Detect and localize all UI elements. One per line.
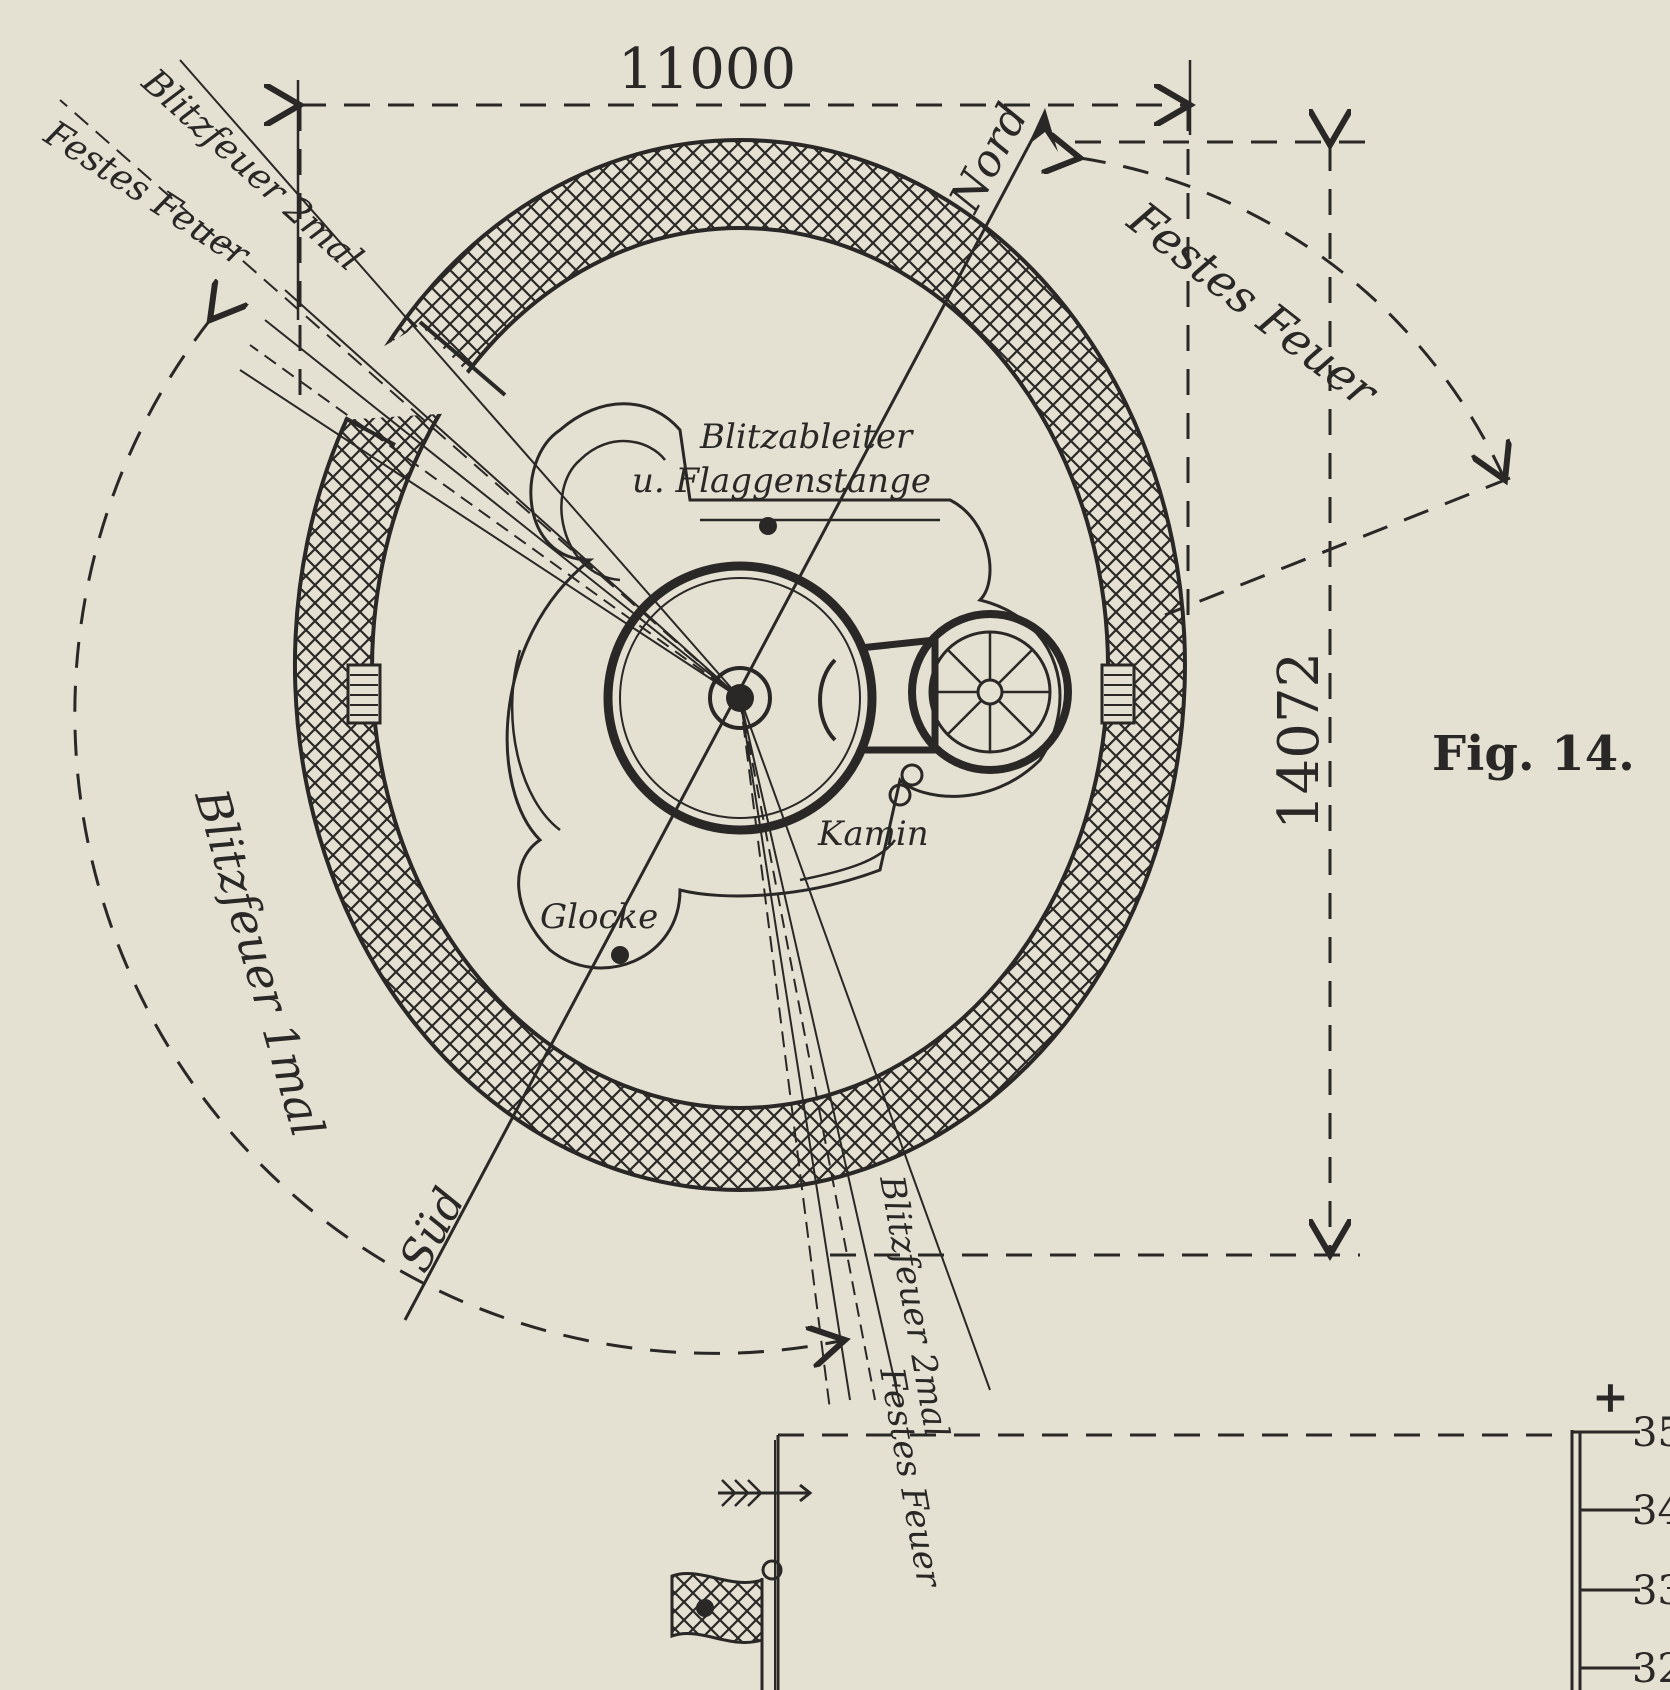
scale-tick-34: 34: [1632, 1488, 1670, 1534]
parapet-wall: [292, 138, 1187, 1192]
dimension-width-label: 11000: [618, 37, 796, 102]
scale-plus: +: [1592, 1372, 1629, 1423]
scale-tick-33: 33: [1632, 1568, 1670, 1614]
width-dimension: [298, 60, 1190, 630]
sector-fixed-right-label: Festes Feuer: [1117, 190, 1390, 419]
dimension-height-label: 14072: [1267, 652, 1332, 830]
bell-label: Glocke: [540, 897, 658, 937]
elevation-fragment: [670, 1433, 1565, 1690]
figure-label: Fig. 14.: [1432, 726, 1635, 782]
lightning-rod-label-2: u. Flaggenstange: [632, 461, 931, 501]
flag-icon: [670, 1572, 764, 1644]
lightning-rod-label-1: Blitzableiter: [699, 417, 914, 457]
sector-flash1-left-label: Blitzfeuer 1mal: [184, 782, 335, 1143]
arc-flash1-left: [73, 320, 845, 1353]
bell-dot: [611, 946, 629, 964]
wind-vane-icon: [718, 1479, 813, 1507]
height-dimension: [830, 142, 1365, 1255]
scale-tick-35: 35: [1632, 1410, 1670, 1456]
chimney-label: Kamin: [817, 814, 929, 854]
height-scale: + 35 34 33 32: [1570, 1372, 1670, 1690]
north-arrow-icon: [1028, 108, 1058, 152]
lightning-rod-dot: [759, 517, 777, 535]
scale-tick-32: 32: [1632, 1646, 1670, 1690]
chimney-icon: [888, 763, 924, 807]
south-label: Süd: [390, 1180, 476, 1280]
